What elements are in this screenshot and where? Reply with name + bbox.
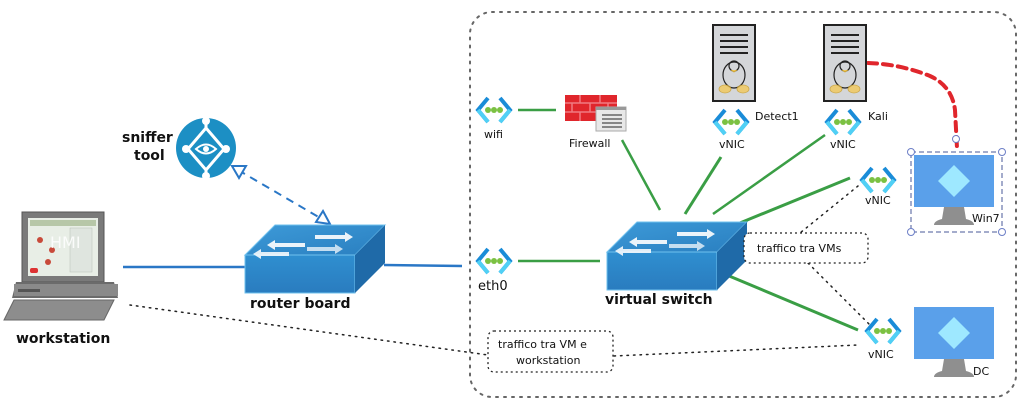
win7-label: Win7 (972, 212, 1000, 225)
nic-icon (476, 247, 512, 275)
link-dc-vswitch (721, 271, 859, 332)
arrow-head-sniffer (230, 165, 248, 180)
nic-icon (713, 108, 749, 136)
kali-nic-label: vNIC (830, 138, 856, 151)
link-firewall-vswitch (620, 139, 662, 211)
firewall-icon (565, 95, 627, 132)
router-label: router board (250, 296, 350, 312)
nic-icon (860, 166, 896, 194)
detect1-nic-label: vNIC (719, 138, 745, 151)
arrow-head-router (314, 209, 332, 226)
note-vm-traffic: traffico tra VMs (743, 232, 869, 264)
dotted-ws-note (129, 304, 489, 356)
selection-box[interactable] (910, 151, 1003, 233)
virtualization-host-frame (469, 11, 1017, 398)
sniffer-network-icon (176, 117, 236, 180)
workstation-label: workstation (16, 331, 110, 347)
dotted-vm-traffic-lower (807, 262, 871, 326)
nic-icon (476, 96, 512, 124)
sniffer-label-line1: sniffer (122, 130, 173, 146)
dc-label: DC (973, 365, 989, 378)
note-vm-ws-traffic: traffico tra VM e workstation (487, 330, 614, 373)
router-node[interactable]: router board (244, 224, 386, 312)
sniffer-label-line2: tool (134, 148, 165, 164)
selection-handles[interactable] (907, 135, 1006, 236)
wifi-node[interactable]: wifi (476, 96, 512, 141)
kali-label: Kali (868, 110, 888, 123)
vswitch-node[interactable]: virtual switch (605, 221, 748, 308)
sniffer-node[interactable]: sniffer tool (122, 117, 236, 180)
link-sniffer-router (237, 169, 323, 220)
dc-nic-label: vNIC (868, 348, 894, 361)
dotted-vm-traffic-upper (799, 185, 859, 234)
win7-nic-label: vNIC (865, 194, 891, 207)
firewall-label: Firewall (569, 137, 610, 150)
detect1-label: Detect1 (755, 110, 799, 123)
vswitch-label: virtual switch (605, 292, 713, 308)
note-vm-ws-line1: traffico tra VM e (498, 338, 587, 351)
note-vm-traffic-text: traffico tra VMs (757, 242, 842, 255)
switch-icon (244, 224, 386, 294)
dc-node[interactable]: vNIC DC (865, 307, 994, 378)
nic-icon (865, 317, 901, 345)
switch-icon (606, 221, 748, 291)
eth0-node[interactable]: eth0 (476, 247, 512, 294)
hmi-screen-text: HMI (50, 233, 81, 252)
eth0-label: eth0 (478, 279, 508, 294)
dotted-note-dc (613, 344, 859, 357)
win7-node[interactable]: vNIC Win7 (860, 135, 1006, 236)
linux-server-icon (823, 24, 867, 102)
link-detect1-vswitch (683, 156, 723, 215)
nic-icon (825, 108, 861, 136)
computer-icon: HMI (3, 211, 118, 321)
link-kali-win7-attack (866, 61, 959, 150)
linux-server-icon (712, 24, 756, 102)
note-vm-ws-line2: workstation (516, 354, 581, 367)
kali-node[interactable]: Kali vNIC (823, 24, 888, 151)
detect1-node[interactable]: Detect1 vNIC (712, 24, 799, 151)
wifi-label: wifi (484, 128, 503, 141)
links (123, 61, 959, 357)
link-router-eth0 (383, 263, 463, 268)
workstation-node[interactable]: HMI workstation (3, 211, 118, 347)
link-win7-vswitch (734, 176, 851, 227)
firewall-node[interactable]: Firewall (565, 95, 627, 150)
link-kali-vswitch (712, 133, 826, 216)
